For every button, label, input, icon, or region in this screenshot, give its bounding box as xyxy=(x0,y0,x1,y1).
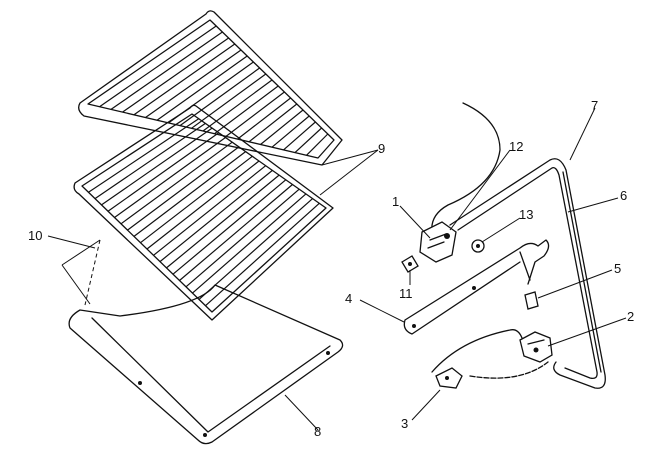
upper-oven-rack xyxy=(78,10,343,166)
rack-wire xyxy=(122,37,229,113)
bottom-panel xyxy=(68,284,344,445)
rack-wire xyxy=(156,55,248,121)
rack-wire xyxy=(127,146,240,231)
rack-wire xyxy=(145,49,242,118)
rack-wire xyxy=(140,155,253,244)
screw-part xyxy=(524,291,539,310)
rack-wire xyxy=(260,109,304,145)
rack-wire xyxy=(306,133,329,156)
callout-6: 6 xyxy=(620,188,627,203)
clip-part xyxy=(401,255,419,273)
rack-wire xyxy=(248,103,298,143)
rack-wire xyxy=(214,85,279,135)
rack-wire xyxy=(159,169,273,263)
rack-wire xyxy=(198,198,313,300)
rack-wire xyxy=(94,122,206,200)
orifice-bracket xyxy=(519,331,553,363)
leader-8 xyxy=(284,394,319,431)
leader-13 xyxy=(481,217,521,243)
leader-2 xyxy=(547,317,627,347)
leader-7 xyxy=(569,107,596,161)
rack-wire xyxy=(191,73,267,129)
rack-wire xyxy=(202,79,273,132)
igniter-bracket xyxy=(419,221,457,263)
rack-wire xyxy=(153,165,267,256)
callout-2: 2 xyxy=(627,309,634,324)
callout-10: 10 xyxy=(28,228,42,243)
rack-wire xyxy=(99,25,217,108)
callout-7: 7 xyxy=(591,98,598,113)
leader-9a xyxy=(321,149,379,166)
burner-tube xyxy=(449,158,606,389)
callout-8: 8 xyxy=(314,424,321,439)
leader-9b xyxy=(319,149,379,196)
rack-wire xyxy=(166,174,280,269)
leader-4 xyxy=(359,299,405,323)
rack-wire xyxy=(101,127,213,206)
leader-6 xyxy=(567,197,619,213)
rack-wire xyxy=(294,127,323,154)
dashed-reference-line xyxy=(84,239,101,306)
rack-wire xyxy=(179,67,260,127)
callout-4: 4 xyxy=(345,291,352,306)
rack-wire xyxy=(133,43,236,116)
washer-part xyxy=(471,239,485,253)
callout-1: 1 xyxy=(392,194,399,209)
rack-wire xyxy=(283,121,316,151)
lower-oven-rack xyxy=(73,104,334,321)
rack-wire xyxy=(120,141,233,225)
rack-wire xyxy=(192,193,307,294)
callout-labels: 9 10 8 1 12 7 6 13 11 4 5 2 3 xyxy=(28,98,634,439)
rack-wire xyxy=(133,151,246,237)
lower-rack-wires xyxy=(88,118,320,307)
rack-wire xyxy=(107,132,220,212)
rack-wire xyxy=(88,118,200,193)
rack-wire xyxy=(146,160,260,250)
igniter-wire xyxy=(431,102,501,233)
callout-12: 12 xyxy=(509,139,523,154)
rack-wire xyxy=(114,137,226,218)
thermocouple-wire xyxy=(431,329,549,379)
leader-5 xyxy=(537,269,613,299)
rack-slide-line xyxy=(61,239,101,266)
support-bar xyxy=(403,239,550,335)
rack-slide-line-2 xyxy=(61,264,91,305)
leader-1 xyxy=(399,205,431,239)
callout-5: 5 xyxy=(614,261,621,276)
rack-wire xyxy=(110,31,223,110)
leader-lines xyxy=(47,107,627,431)
rack-wire xyxy=(237,97,291,140)
upper-rack-wires xyxy=(99,25,329,156)
rack-wire xyxy=(271,115,310,148)
rack-wire xyxy=(185,188,300,288)
rack-wire xyxy=(179,184,293,281)
safety-valve xyxy=(435,367,463,389)
leader-12 xyxy=(449,149,511,231)
callout-13: 13 xyxy=(519,207,533,222)
leader-3 xyxy=(411,389,441,421)
rack-wire xyxy=(172,179,287,275)
callout-11: 11 xyxy=(399,286,413,301)
rack-wire xyxy=(225,91,285,137)
callout-9: 9 xyxy=(378,141,385,156)
callout-3: 3 xyxy=(401,416,408,431)
leader-10 xyxy=(47,235,96,249)
